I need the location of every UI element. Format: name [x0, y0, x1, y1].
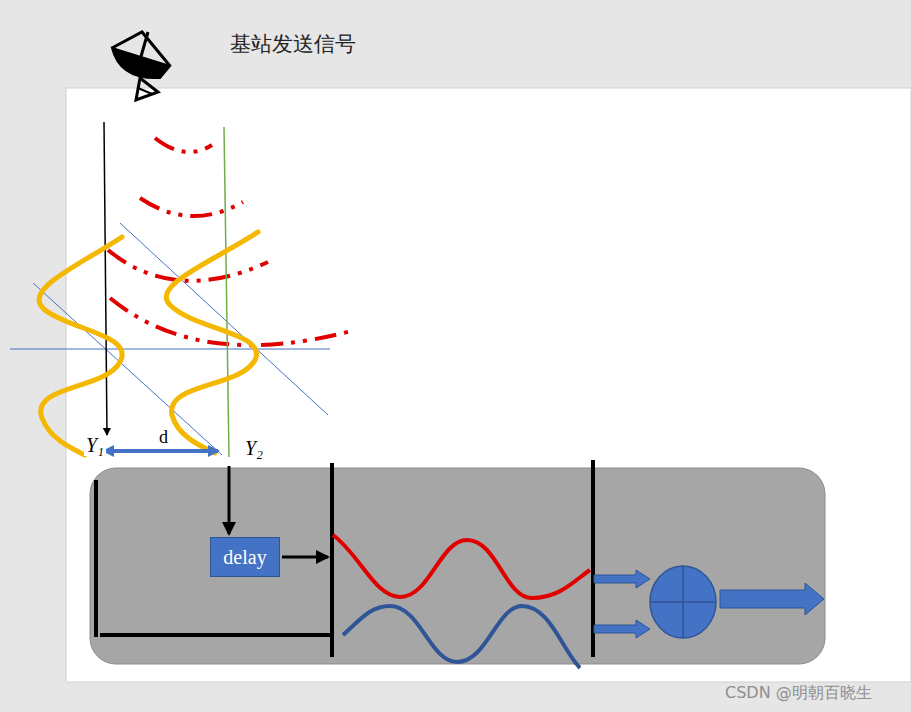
- processing-panel: [90, 468, 825, 664]
- antenna-icon: [112, 32, 170, 100]
- white-panel: [66, 88, 911, 682]
- delayed-signal: [333, 535, 590, 598]
- wavefront-arcs: [108, 138, 355, 345]
- signal-label: Y₂: [243, 437, 265, 459]
- output-arrow: [720, 583, 824, 615]
- adder-symbol: [650, 566, 716, 638]
- watermark: CSDN @明朝百晓生: [723, 684, 874, 702]
- direct-signal: [343, 606, 580, 668]
- antenna-line: [224, 127, 229, 457]
- signal-wave: [39, 232, 258, 455]
- distance-arrow: [104, 449, 218, 453]
- delay-box: delay: [210, 537, 280, 577]
- delay-output-arrow: [282, 556, 328, 559]
- guide-lines: [10, 223, 330, 455]
- adder-inputs: [594, 570, 650, 638]
- antenna-line: [104, 122, 107, 435]
- signal-label: Y₁: [84, 434, 106, 456]
- box-label: delay: [223, 546, 266, 569]
- title-text: 基站发送信号: [228, 33, 358, 56]
- panel-lines: [96, 460, 593, 657]
- signal-label: d: [157, 428, 170, 448]
- input-arrow: [228, 466, 231, 534]
